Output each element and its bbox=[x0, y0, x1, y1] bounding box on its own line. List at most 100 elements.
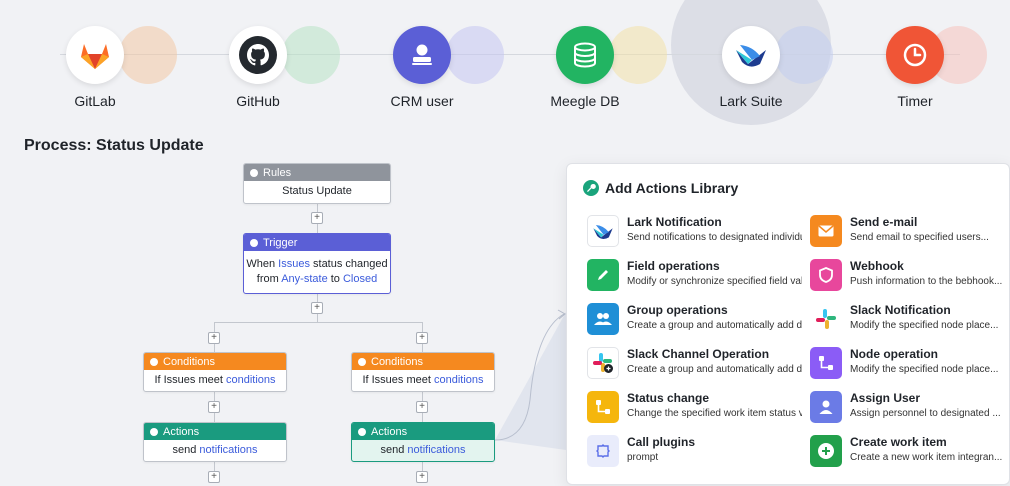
integration-label: Lark Suite bbox=[719, 93, 783, 109]
panel-connector-curve bbox=[494, 309, 566, 450]
actions-library-panel: Add Actions Library Lark Notification Se… bbox=[566, 163, 1010, 485]
action-node-operation[interactable]: Node operation Modify the specified node… bbox=[810, 345, 1010, 385]
conditions-node[interactable]: Conditions If Issues meet conditions bbox=[143, 352, 287, 392]
trigger-node[interactable]: Trigger When Issues status changed from … bbox=[243, 233, 391, 294]
action-name: Lark Notification bbox=[627, 215, 722, 229]
text: When bbox=[246, 258, 279, 270]
actions-header: Actions bbox=[352, 423, 494, 440]
filter-icon bbox=[358, 357, 366, 366]
crm-user-icon bbox=[393, 26, 451, 84]
actions-node[interactable]: Actions send notifications bbox=[143, 422, 287, 462]
trigger-line-1: When Issues status changed bbox=[244, 257, 390, 272]
action-group-operations[interactable]: Group operations Create a group and auto… bbox=[587, 301, 802, 341]
conditions-body: If Issues meet conditions bbox=[352, 370, 494, 388]
action-name: Send e-mail bbox=[850, 215, 918, 229]
add-step-button[interactable]: + bbox=[208, 401, 220, 413]
text: send bbox=[172, 444, 200, 456]
github-halo bbox=[282, 26, 340, 84]
lark-icon bbox=[587, 215, 619, 247]
actions-header-label: Actions bbox=[371, 425, 408, 438]
action-desc: Send email to specified users... bbox=[850, 232, 989, 243]
action-slack-notification[interactable]: Slack Notification Modify the specified … bbox=[810, 301, 1010, 341]
action-name: Status change bbox=[627, 391, 710, 405]
text: status changed bbox=[309, 258, 388, 270]
gitlab-halo bbox=[119, 26, 177, 84]
conditions-header: Conditions bbox=[352, 353, 494, 370]
action-assign-user[interactable]: Assign User Assign personnel to designat… bbox=[810, 389, 1010, 429]
actions-node-selected[interactable]: Actions send notifications bbox=[351, 422, 495, 462]
crm-halo bbox=[446, 26, 504, 84]
action-name: Field operations bbox=[627, 259, 720, 273]
trigger-header-label: Trigger bbox=[263, 236, 298, 249]
action-name: Slack Notification bbox=[850, 303, 951, 317]
integration-label: Timer bbox=[897, 93, 933, 109]
conditions-keyword[interactable]: conditions bbox=[225, 374, 276, 386]
action-slack-channel-operation[interactable]: Slack Channel Operation Create a group a… bbox=[587, 345, 802, 385]
mail-icon bbox=[810, 215, 842, 247]
user-icon bbox=[810, 391, 842, 423]
action-desc: Modify or synchronize specified field va… bbox=[627, 276, 802, 287]
lark-halo bbox=[775, 26, 833, 84]
library-title: Add Actions Library bbox=[583, 180, 738, 196]
process-title: Process: Status Update bbox=[24, 137, 204, 154]
conditions-node[interactable]: Conditions If Issues meet conditions bbox=[351, 352, 495, 392]
conditions-keyword[interactable]: conditions bbox=[433, 374, 484, 386]
integration-timer[interactable]: Timer bbox=[855, 26, 1010, 116]
action-lark-notification[interactable]: Lark Notification Send notifications to … bbox=[587, 213, 802, 253]
meegle-halo bbox=[609, 26, 667, 84]
integration-connector-line bbox=[60, 54, 960, 55]
add-step-button[interactable]: + bbox=[208, 332, 220, 344]
rules-node[interactable]: Rules Status Update bbox=[243, 163, 391, 204]
any-state-keyword[interactable]: Any-state bbox=[281, 273, 328, 285]
library-title-text: Add Actions Library bbox=[605, 180, 739, 196]
notifications-keyword[interactable]: notifications bbox=[199, 444, 258, 456]
action-desc: Push information to the bebhook... bbox=[850, 276, 1003, 287]
notifications-keyword[interactable]: notifications bbox=[407, 444, 466, 456]
conditions-header-label: Conditions bbox=[163, 355, 215, 368]
add-step-button[interactable]: + bbox=[311, 302, 323, 314]
text: to bbox=[327, 273, 343, 285]
action-status-change[interactable]: Status change Change the specified work … bbox=[587, 389, 802, 429]
action-name: Webhook bbox=[850, 259, 904, 273]
actions-body: send notifications bbox=[352, 440, 494, 458]
action-field-operations[interactable]: Field operations Modify or synchronize s… bbox=[587, 257, 802, 297]
pencil-icon bbox=[587, 259, 619, 291]
add-step-button[interactable]: + bbox=[416, 332, 428, 344]
play-icon bbox=[250, 168, 258, 177]
gitlab-icon bbox=[66, 26, 124, 84]
action-desc: prompt bbox=[627, 452, 659, 463]
integration-label: Meegle DB bbox=[550, 93, 620, 109]
timer-icon bbox=[886, 26, 944, 84]
action-send-email[interactable]: Send e-mail Send email to specified user… bbox=[810, 213, 1010, 253]
action-call-plugins[interactable]: Call plugins prompt bbox=[587, 433, 802, 473]
filter-icon bbox=[150, 357, 158, 366]
add-step-button[interactable]: + bbox=[416, 401, 428, 413]
database-icon bbox=[556, 26, 614, 84]
integration-gitlab[interactable]: GitLab bbox=[35, 26, 195, 116]
rules-header-label: Rules bbox=[263, 166, 292, 179]
action-name: Slack Channel Operation bbox=[627, 347, 770, 361]
lark-icon bbox=[722, 26, 780, 84]
conditions-body: If Issues meet conditions bbox=[144, 370, 286, 388]
action-desc: Modify the specified node place... bbox=[850, 320, 999, 331]
action-desc: Create a new work item integran... bbox=[850, 452, 1003, 463]
rules-header: Rules bbox=[244, 164, 390, 181]
action-create-work-item[interactable]: Create work item Create a new work item … bbox=[810, 433, 1010, 473]
action-desc: Modify the specified node place... bbox=[850, 364, 999, 375]
conditions-header-label: Conditions bbox=[371, 355, 423, 368]
issues-keyword[interactable]: Issues bbox=[278, 258, 310, 270]
add-step-button[interactable]: + bbox=[416, 471, 428, 483]
add-step-button[interactable]: + bbox=[208, 471, 220, 483]
action-desc: Create a group and automatically add de.… bbox=[627, 364, 802, 375]
integration-meegle-db[interactable]: Meegle DB bbox=[525, 26, 685, 116]
closed-keyword[interactable]: Closed bbox=[342, 273, 378, 285]
integration-github[interactable]: GitHub bbox=[198, 26, 358, 116]
integration-lark-suite[interactable]: Lark Suite bbox=[691, 26, 851, 116]
integration-crm-user[interactable]: CRM user bbox=[362, 26, 522, 116]
wrench-icon bbox=[150, 427, 158, 436]
play-icon bbox=[250, 238, 258, 247]
add-step-button[interactable]: + bbox=[311, 212, 323, 224]
trigger-line-2: from Any-state to Closed bbox=[244, 272, 390, 287]
action-webhook[interactable]: Webhook Push information to the bebhook.… bbox=[810, 257, 1010, 297]
action-name: Group operations bbox=[627, 303, 728, 317]
